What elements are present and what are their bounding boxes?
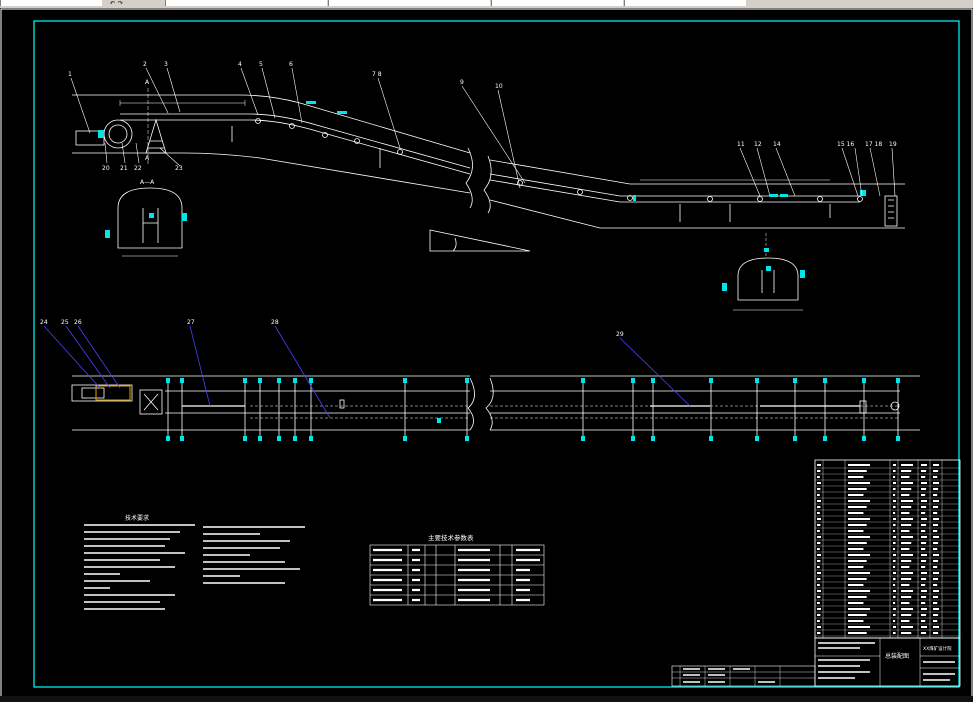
- svg-text:24: 24: [40, 319, 48, 326]
- svg-text:26: 26: [74, 319, 82, 326]
- section-i-markers: [722, 248, 805, 291]
- technical-notes: 技术要求: [84, 514, 305, 610]
- svg-text:4: 4: [238, 61, 242, 68]
- svg-text:23: 23: [175, 165, 183, 172]
- undo-icon[interactable]: ↶: [110, 0, 116, 7]
- svg-text:7 8: 7 8: [372, 71, 382, 78]
- company-name: XX煤矿设计院: [923, 645, 952, 652]
- section-a-a: A—A: [117, 179, 183, 257]
- svg-text:6: 6: [289, 61, 293, 68]
- notes-title: 技术要求: [125, 514, 149, 522]
- svg-text:2: 2: [143, 61, 147, 68]
- svg-text:22: 22: [134, 165, 142, 172]
- section-a-markers: [105, 213, 187, 238]
- svg-text:12: 12: [754, 141, 762, 148]
- linetype-field[interactable]: [328, 0, 490, 6]
- drawing-name: 总装配图: [885, 652, 909, 660]
- plan-view: [71, 375, 920, 440]
- svg-text:5: 5: [259, 61, 263, 68]
- svg-text:14: 14: [773, 141, 781, 148]
- plotstyle-field[interactable]: [624, 0, 746, 6]
- svg-text:11: 11: [737, 141, 745, 148]
- svg-text:27: 27: [187, 319, 195, 326]
- svg-text:28: 28: [271, 319, 279, 326]
- parts-list: [814, 459, 961, 639]
- svg-text:3: 3: [164, 61, 168, 68]
- svg-text:17 18: 17 18: [865, 141, 882, 148]
- lineweight-field[interactable]: [491, 0, 623, 6]
- svg-text:A: A: [145, 155, 150, 162]
- table-title: 主要技术参数表: [428, 533, 474, 542]
- motor-outline: [95, 385, 131, 401]
- plan-leaders: [43, 325, 691, 419]
- svg-text:1: 1: [68, 71, 72, 78]
- elevation-view: [72, 88, 905, 252]
- svg-text:21: 21: [120, 165, 128, 172]
- plan-frame-markers: [166, 378, 900, 441]
- plan-callouts: 24 25 26 27 28 29: [40, 319, 624, 338]
- svg-text:25: 25: [61, 319, 69, 326]
- parameter-table: 主要技术参数表: [369, 533, 545, 606]
- svg-text:9: 9: [460, 79, 464, 86]
- svg-text:A: A: [145, 79, 150, 86]
- svg-text:10: 10: [495, 83, 503, 90]
- sheet-frame: [33, 20, 960, 688]
- svg-text:19: 19: [889, 141, 897, 148]
- title-block: 总装配图 XX煤矿设计院: [814, 637, 961, 687]
- revision-block: [671, 665, 816, 687]
- svg-text:20: 20: [102, 165, 110, 172]
- part-leaders-top: [70, 67, 896, 197]
- section-i-i: [733, 233, 803, 311]
- redo-icon[interactable]: ↷: [118, 0, 124, 7]
- color-field[interactable]: [165, 0, 327, 6]
- status-bar: [0, 696, 973, 702]
- layer-field[interactable]: [0, 0, 102, 6]
- elevation-markers: [98, 101, 866, 201]
- svg-text:A—A: A—A: [140, 179, 155, 186]
- svg-text:29: 29: [616, 331, 624, 338]
- svg-text:15 16: 15 16: [837, 141, 854, 148]
